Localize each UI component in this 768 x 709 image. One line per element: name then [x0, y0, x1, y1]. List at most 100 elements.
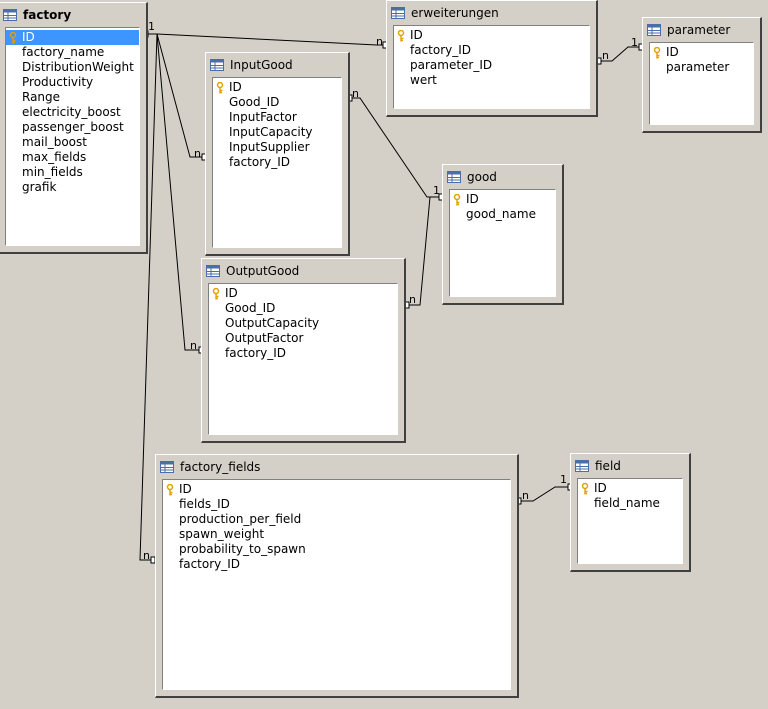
primary-key-field[interactable]: ID	[650, 45, 753, 60]
table-field[interactable]: probability_to_spawn	[163, 542, 510, 557]
key-icon	[9, 32, 17, 44]
table-icon	[206, 265, 220, 277]
table-title-bar[interactable]: OutputGood	[202, 259, 404, 283]
field-name: OutputFactor	[225, 331, 304, 345]
primary-key-field[interactable]: ID	[209, 286, 397, 301]
table-field[interactable]: DistributionWeight	[6, 60, 139, 75]
table-field[interactable]: factory_name	[6, 45, 139, 60]
field-name: DistributionWeight	[22, 60, 134, 74]
primary-key-field[interactable]: ID	[163, 482, 510, 497]
field-name: OutputCapacity	[225, 316, 320, 330]
primary-key-field[interactable]: ID	[213, 80, 341, 95]
table-field[interactable]: fields_ID	[163, 497, 510, 512]
table-field[interactable]: factory_ID	[394, 43, 589, 58]
table-icon	[210, 59, 224, 71]
table-title: InputGood	[230, 58, 293, 72]
table-title-bar[interactable]: field	[571, 454, 689, 478]
table-field[interactable]: good_name	[450, 207, 555, 222]
table-title-bar[interactable]: parameter	[643, 18, 760, 42]
table-field[interactable]: Productivity	[6, 75, 139, 90]
field-name: max_fields	[22, 150, 87, 164]
table-field[interactable]: field_name	[578, 496, 682, 511]
table-field[interactable]: max_fields	[6, 150, 139, 165]
table-field[interactable]: InputCapacity	[213, 125, 341, 140]
table-title-bar[interactable]: factory	[0, 3, 146, 27]
table-icon	[391, 7, 405, 19]
table-title-bar[interactable]: InputGood	[206, 53, 348, 77]
field-name: mail_boost	[22, 135, 87, 149]
table-field[interactable]: spawn_weight	[163, 527, 510, 542]
table-title-bar[interactable]: erweiterungen	[387, 1, 596, 25]
relation-factory-erweiterungen[interactable]	[148, 33, 386, 46]
table-field[interactable]: factory_ID	[163, 557, 510, 572]
table-field[interactable]: production_per_field	[163, 512, 510, 527]
table-field[interactable]: OutputFactor	[209, 331, 397, 346]
table-field[interactable]: factory_ID	[213, 155, 341, 170]
cardinality-label: n	[376, 35, 383, 48]
field-name: factory_ID	[410, 43, 472, 57]
table-field[interactable]: electricity_boost	[6, 105, 139, 120]
table-icon	[647, 24, 661, 36]
primary-key-field[interactable]: ID	[578, 481, 682, 496]
primary-key-field[interactable]: ID	[6, 30, 139, 45]
table-field[interactable]: mail_boost	[6, 135, 139, 150]
table-title: factory	[23, 8, 72, 22]
cardinality-label: n	[409, 293, 416, 306]
field-name: ID	[410, 28, 423, 42]
field-name: factory_ID	[179, 557, 241, 571]
table-field[interactable]: OutputCapacity	[209, 316, 397, 331]
field-name: factory_ID	[225, 346, 287, 360]
relation-outputgood-good[interactable]	[407, 196, 440, 306]
key-icon	[453, 194, 461, 206]
table-title-bar[interactable]: good	[443, 165, 562, 189]
table-field[interactable]: Good_ID	[213, 95, 341, 110]
primary-key-field[interactable]: ID	[394, 28, 589, 43]
table-field[interactable]: Good_ID	[209, 301, 397, 316]
table-field[interactable]: InputFactor	[213, 110, 341, 125]
table-field[interactable]: parameter	[650, 60, 753, 75]
table-title: good	[467, 170, 497, 184]
table-field[interactable]: grafik	[6, 180, 139, 195]
table-field[interactable]: wert	[394, 73, 589, 88]
field-name: production_per_field	[179, 512, 302, 526]
table-title-bar[interactable]: factory_fields	[156, 455, 517, 479]
cardinality-label: 1	[148, 20, 155, 33]
field-name: wert	[410, 73, 437, 87]
relation-factory-fields-field[interactable]	[520, 486, 569, 502]
field-name: ID	[229, 80, 242, 94]
key-icon	[653, 47, 661, 59]
field-name: ID	[666, 45, 679, 59]
cardinality-label: n	[194, 147, 201, 160]
table-field[interactable]: InputSupplier	[213, 140, 341, 155]
primary-key-field[interactable]: ID	[450, 192, 555, 207]
table-field[interactable]: parameter_ID	[394, 58, 589, 73]
table-field[interactable]: Range	[6, 90, 139, 105]
relation-erweiterungen-parameter[interactable]	[599, 46, 640, 62]
table-field[interactable]: factory_ID	[209, 346, 397, 361]
field-name: passenger_boost	[22, 120, 124, 134]
relation-factory-factory-fields[interactable]	[139, 33, 158, 561]
field-name: min_fields	[22, 165, 83, 179]
key-icon	[397, 30, 405, 42]
cardinality-label: 1	[433, 184, 440, 197]
field-name: field_name	[594, 496, 660, 510]
table-field[interactable]: passenger_boost	[6, 120, 139, 135]
table-field[interactable]: min_fields	[6, 165, 139, 180]
field-name: good_name	[466, 207, 536, 221]
